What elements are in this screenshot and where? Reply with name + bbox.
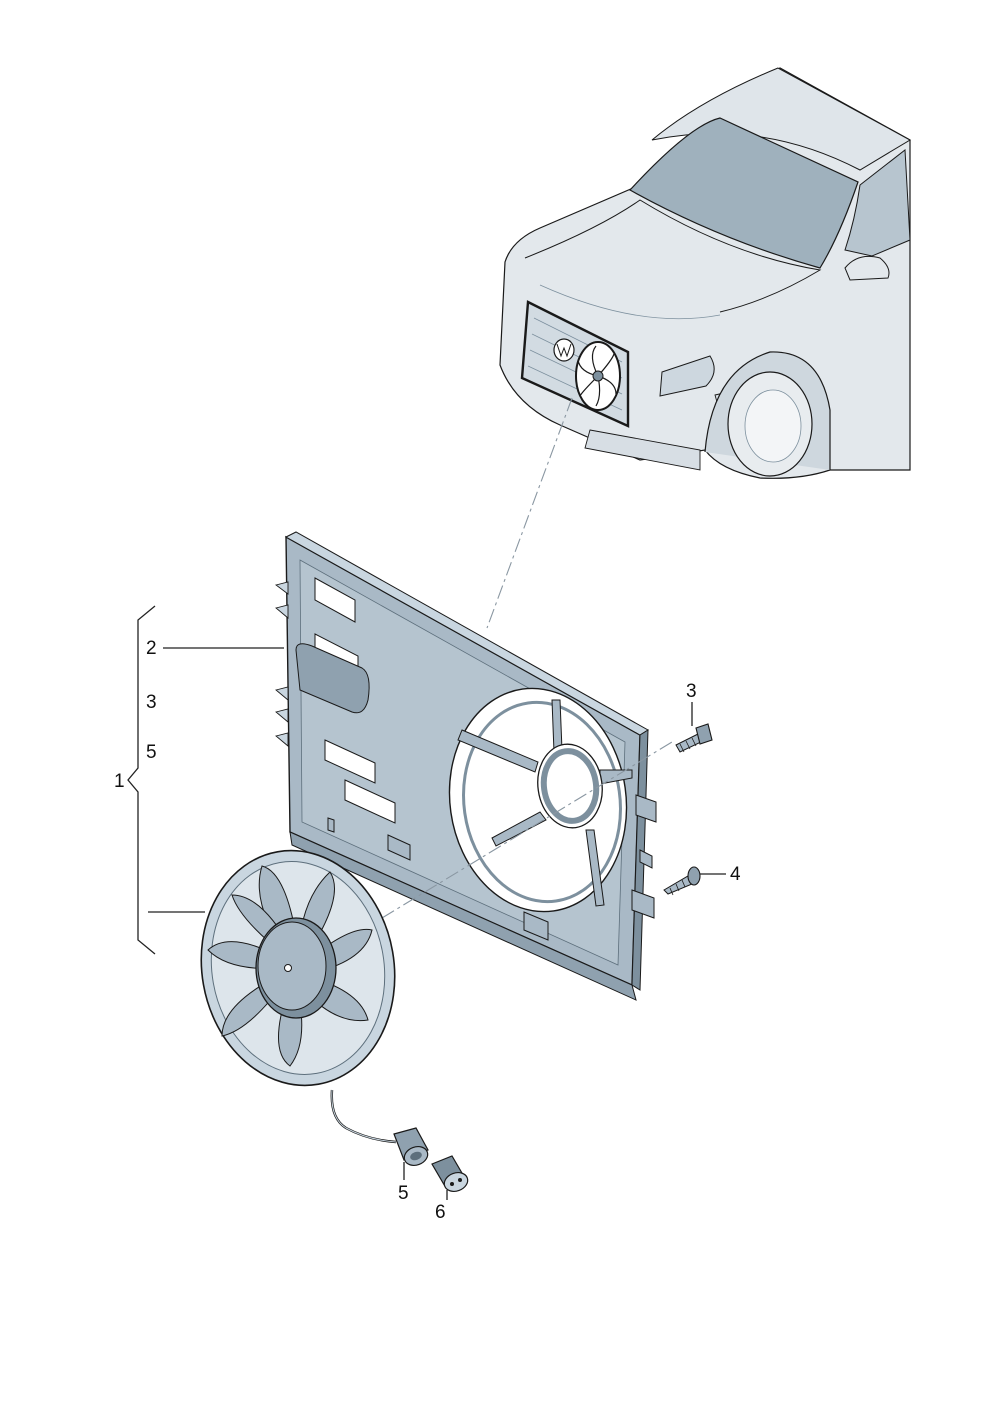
fan-cable	[330, 1089, 397, 1144]
shroud-bottom-clip	[387, 834, 411, 861]
locator-line-fan	[381, 741, 673, 919]
connector-housing	[393, 1127, 429, 1167]
shroud-mount-tab	[635, 794, 657, 823]
callout-5-list: 5	[146, 742, 157, 763]
radiator-fan	[200, 849, 397, 1144]
shroud-slot	[344, 779, 396, 824]
shroud-slot	[324, 739, 376, 784]
vehicle-illustration	[499, 67, 912, 479]
shroud-bottom-clip	[523, 911, 549, 941]
vehicle-mirror	[844, 255, 890, 281]
locator-line-vehicle	[486, 397, 573, 629]
callout-4: 4	[730, 864, 741, 885]
shroud-mount-tab	[631, 889, 655, 919]
vehicle-headlight	[659, 355, 715, 397]
leader-lines	[148, 647, 726, 1200]
callout-5: 5	[398, 1183, 409, 1204]
fan-shroud	[274, 531, 657, 1001]
shroud-slot	[314, 577, 356, 623]
callout-2: 2	[146, 638, 157, 659]
vehicle-windshield	[629, 117, 859, 269]
self-tapping-screw	[663, 866, 701, 896]
vehicle-side-window	[844, 149, 911, 257]
callout-3: 3	[686, 681, 697, 702]
vehicle-badge	[553, 338, 575, 362]
assembly-brace	[127, 605, 156, 955]
callout-1: 1	[114, 771, 125, 792]
callout-6: 6	[435, 1202, 446, 1223]
connector-plug	[431, 1155, 469, 1193]
callout-3-list: 3	[146, 692, 157, 713]
bolt	[675, 723, 713, 753]
